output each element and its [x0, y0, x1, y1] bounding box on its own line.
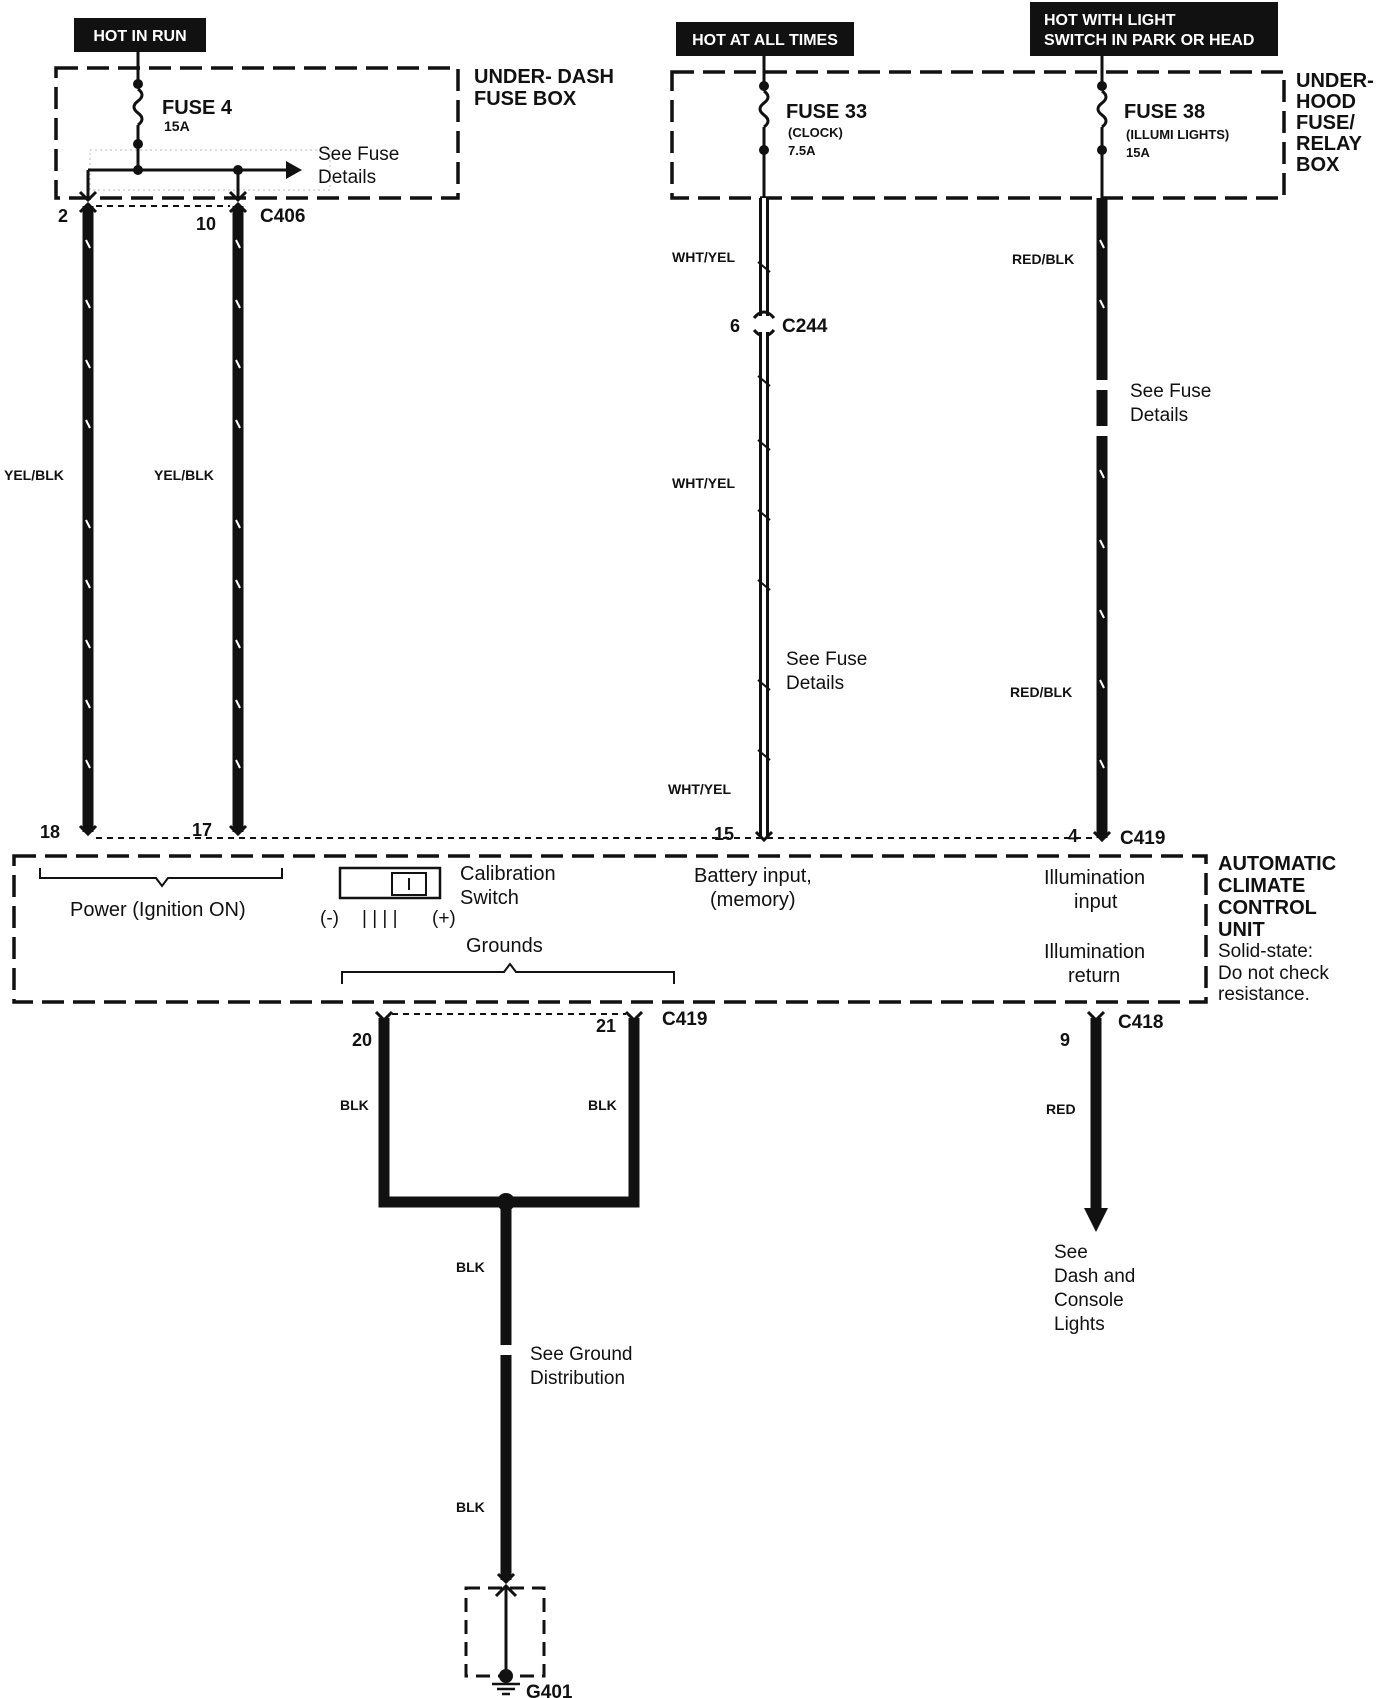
connector-c419-top: C419 [1120, 828, 1165, 849]
see-ground-line2: Distribution [530, 1368, 625, 1389]
calibration-minus: (-) [320, 908, 339, 929]
wire-color-red: RED [1046, 1101, 1076, 1117]
wire-color-wht-yel-2: WHT/YEL [672, 475, 735, 491]
pin-2: 2 [58, 206, 68, 226]
calibration-marks: | | | | [362, 908, 398, 929]
wire-red-blk [1092, 198, 1112, 843]
wire-stripes-left [85, 239, 241, 769]
see-dash-line2: Dash and [1054, 1266, 1135, 1287]
fuse-4-rating: 15A [164, 118, 190, 134]
fuse-33-rating: 7.5A [788, 143, 816, 158]
see-fuse-right-line1: See Fuse [1130, 381, 1211, 402]
pin-6: 6 [730, 316, 740, 336]
wire-blk-grounds [374, 1010, 644, 1585]
wire-color-red-blk-1: RED/BLK [1012, 251, 1074, 267]
battery-input-line2: (memory) [710, 889, 796, 911]
underhood-title-line3: FUSE/ [1296, 112, 1355, 134]
climate-control-unit: Power (Ignition ON) (-) | | | | (+) Cali… [12, 837, 1336, 1005]
wire-color-yel-blk-1: YEL/BLK [4, 467, 64, 483]
wire-wht-yel [752, 198, 776, 843]
wire-yel-blk-pin2 [78, 201, 98, 837]
connector-c418: C418 [1118, 1012, 1163, 1033]
pin-17: 17 [192, 820, 212, 840]
wire-color-blk-1: BLK [340, 1097, 369, 1113]
connector-c406: C406 [260, 206, 305, 227]
wire-color-blk-4: BLK [456, 1499, 485, 1515]
fuse-33-desc: (CLOCK) [788, 125, 843, 140]
power-bar-hot-in-run: HOT IN RUN [74, 18, 206, 52]
power-bar-hot-with-light: HOT WITH LIGHT SWITCH IN PARK OR HEAD [1030, 2, 1278, 56]
fuse-38-name: FUSE 38 [1124, 101, 1205, 123]
see-dash-line1: See [1054, 1242, 1088, 1263]
underhood-fuse-relay-box: FUSE 33 (CLOCK) 7.5A FUSE 38 (ILLUMI LIG… [670, 56, 1374, 200]
underhood-title-line4: RELAY [1296, 133, 1363, 155]
unit-note-line1: Solid-state: [1218, 941, 1313, 962]
pin-18: 18 [40, 822, 60, 842]
see-dash-line4: Lights [1054, 1314, 1105, 1335]
pin-21: 21 [596, 1016, 616, 1036]
pin-20: 20 [352, 1030, 372, 1050]
calibration-label-line2: Switch [460, 887, 519, 909]
ground-g401-label: G401 [526, 1682, 573, 1698]
underhood-title-line5: BOX [1296, 154, 1340, 176]
illumination-return-line2: return [1068, 965, 1120, 987]
ground-g401 [464, 1583, 546, 1696]
wire-color-yel-blk-2: YEL/BLK [154, 467, 214, 483]
underdash-see-fuse-line1: See Fuse [318, 144, 399, 165]
unit-note-line2: Do not check [1218, 963, 1329, 984]
fuse-38-rating: 15A [1126, 145, 1150, 160]
underhood-title-line2: HOOD [1296, 91, 1356, 113]
calibration-plus: (+) [432, 908, 456, 929]
illumination-input-line1: Illumination [1044, 867, 1145, 889]
power-bar-hot-with-light-line2: SWITCH IN PARK OR HEAD [1044, 32, 1254, 49]
arrow-down-icon [1084, 1208, 1108, 1232]
unit-title-line3: CONTROL [1218, 897, 1317, 919]
battery-input-line1: Battery input, [694, 865, 812, 887]
see-ground-line1: See Ground [530, 1344, 632, 1365]
power-brace [39, 868, 283, 888]
wire-color-blk-2: BLK [588, 1097, 617, 1113]
connector-c244: C244 [782, 316, 828, 337]
pin-15: 15 [714, 824, 734, 844]
wire-color-blk-3: BLK [456, 1259, 485, 1275]
wire-color-wht-yel-3: WHT/YEL [668, 781, 731, 797]
unit-title-line4: UNIT [1218, 919, 1265, 941]
calibration-switch[interactable] [338, 866, 442, 900]
wire-color-wht-yel-1: WHT/YEL [672, 249, 735, 265]
see-fuse-right-line2: Details [1130, 405, 1188, 426]
pin-4: 4 [1068, 826, 1078, 846]
wire-red [1084, 1010, 1108, 1232]
wire-color-red-blk-2: RED/BLK [1010, 684, 1072, 700]
calibration-label-line1: Calibration [460, 863, 556, 885]
illumination-input-line2: input [1074, 891, 1118, 913]
power-bar-hot-in-run-label: HOT IN RUN [93, 28, 186, 45]
pin-9: 9 [1060, 1030, 1070, 1050]
underdash-fuse-box: FUSE 4 15A See Fuse Details UNDER- DASH … [54, 52, 614, 203]
grounds-brace [341, 962, 675, 984]
underhood-title-line1: UNDER- [1296, 70, 1374, 92]
wire-yel-blk-pin10 [228, 201, 248, 837]
underdash-title-line1: UNDER- DASH [474, 66, 614, 88]
pin-10: 10 [196, 214, 216, 234]
underdash-see-fuse-line2: Details [318, 167, 376, 188]
power-bar-hot-with-light-line1: HOT WITH LIGHT [1044, 12, 1176, 29]
underdash-title-line2: FUSE BOX [474, 88, 577, 110]
connector-c419-bottom: C419 [662, 1009, 707, 1030]
illumination-return-line1: Illumination [1044, 941, 1145, 963]
unit-note-line3: resistance. [1218, 984, 1310, 1005]
see-fuse-mid-line1: See Fuse [786, 649, 867, 670]
see-dash-line3: Console [1054, 1290, 1124, 1311]
fuse-33-name: FUSE 33 [786, 101, 867, 123]
unit-title-line1: AUTOMATIC [1218, 853, 1336, 875]
power-bar-hot-at-all-times: HOT AT ALL TIMES [676, 22, 854, 56]
grounds-label: Grounds [466, 935, 543, 957]
fuse-4-name: FUSE 4 [162, 97, 233, 119]
see-fuse-mid-line2: Details [786, 673, 844, 694]
unit-title-line2: CLIMATE [1218, 875, 1305, 897]
fuse-38-desc: (ILLUMI LIGHTS) [1126, 127, 1229, 142]
power-bar-hot-at-all-times-label: HOT AT ALL TIMES [692, 32, 838, 49]
power-ignition-label: Power (Ignition ON) [70, 899, 246, 921]
